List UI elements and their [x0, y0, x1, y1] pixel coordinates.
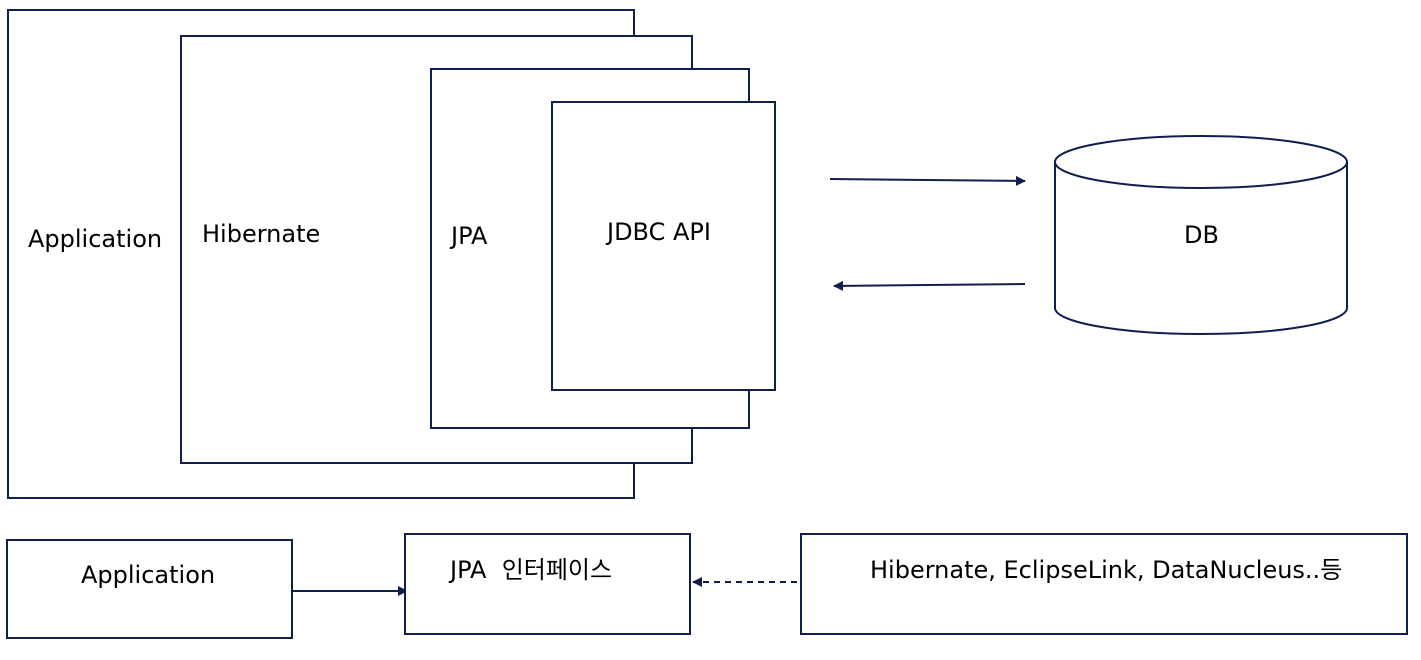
arrow-from-db	[833, 280, 1026, 291]
jpa-interface-label: JPA 인터페이스	[450, 556, 613, 584]
implementations-label: Hibernate, EclipseLink, DataNucleus..등	[870, 556, 1343, 584]
application-box	[6, 539, 293, 639]
db-cylinder	[1054, 135, 1348, 335]
jdbc-api-label: JDBC API	[607, 218, 711, 246]
db-label: DB	[1184, 221, 1219, 249]
application-layer-label: Application	[28, 225, 163, 253]
hibernate-layer-label: Hibernate	[202, 220, 321, 248]
jdbc-api-layer	[551, 101, 776, 391]
arrow-to-db	[829, 175, 1026, 186]
implementations-box	[800, 533, 1408, 635]
application-box-label: Application	[81, 561, 216, 589]
jpa-layer-label: JPA	[451, 222, 488, 250]
jpa-interface-box	[404, 533, 691, 635]
